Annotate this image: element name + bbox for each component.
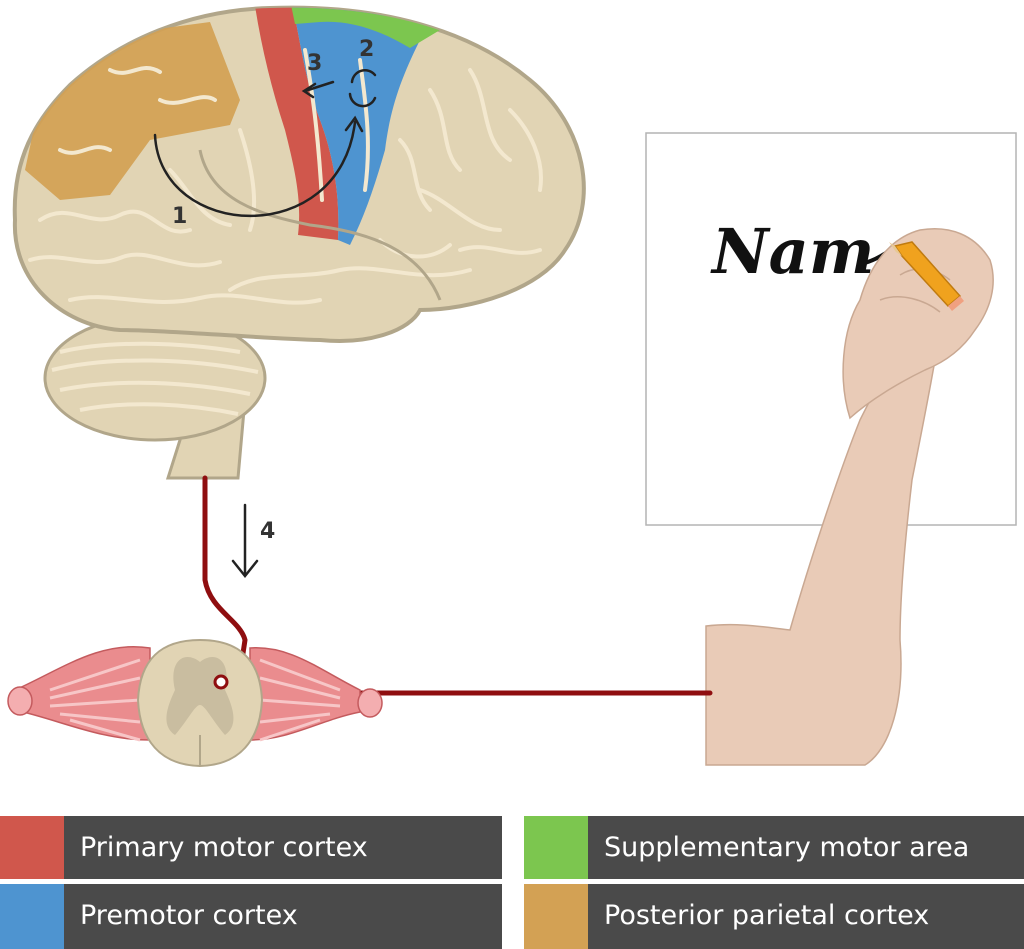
- cerebrum: [12, 5, 586, 343]
- legend-label: Supplementary motor area: [588, 816, 1024, 879]
- legend-item-primary-motor-cortex: Primary motor cortex: [0, 816, 502, 879]
- motor-pathway-illustration: 1 2 3 4 Nam: [7, 5, 1017, 768]
- step-4-label: 4: [260, 519, 275, 544]
- legend-item-posterior-parietal-cortex: Posterior parietal cortex: [524, 884, 1024, 949]
- legend-item-premotor-cortex: Premotor cortex: [0, 884, 502, 949]
- legend-swatch: [0, 884, 64, 949]
- legend-label: Posterior parietal cortex: [588, 884, 1024, 949]
- spinal-cord-cross-section: [7, 638, 383, 768]
- primary-motor-cortex-region: [255, 7, 339, 240]
- step-arrows: [153, 68, 377, 579]
- legend-label: Primary motor cortex: [64, 816, 502, 879]
- step-1-label: 1: [172, 204, 187, 229]
- step-2-label: 2: [359, 37, 374, 62]
- pencil: [889, 241, 964, 311]
- step-3-label: 3: [307, 51, 322, 76]
- legend-swatch: [524, 884, 588, 949]
- arm-and-hand: [705, 228, 994, 766]
- legend-item-supplementary-motor-area: Supplementary motor area: [524, 816, 1024, 879]
- legend-label: Premotor cortex: [64, 884, 502, 949]
- legend-swatch: [0, 816, 64, 879]
- legend-swatch: [524, 816, 588, 879]
- handwritten-text: Nam: [710, 215, 874, 288]
